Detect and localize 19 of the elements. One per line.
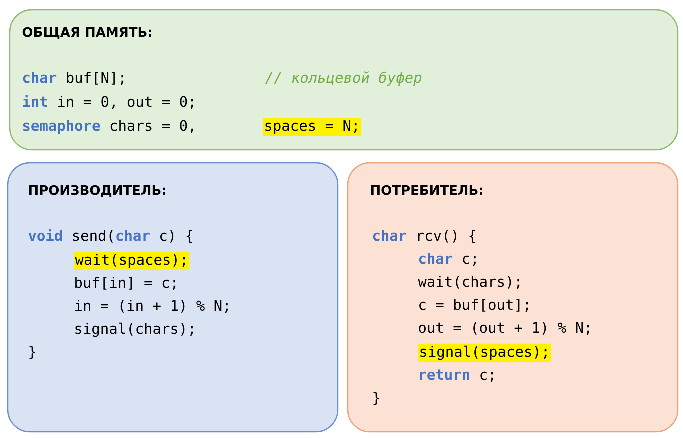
code-line: c = buf[out];: [420, 298, 528, 312]
code-line: semaphore chars = 0,: [23, 120, 194, 134]
code-line: char rcv() {: [373, 230, 476, 244]
code-line: in = (in + 1) % N;: [75, 300, 228, 314]
code-line: char buf[N];: [23, 72, 124, 86]
code-line: signal(chars);: [76, 322, 194, 338]
code-line: }: [374, 392, 380, 406]
code-line: int in = 0, out = 0;: [23, 95, 194, 110]
code-line: char c;: [419, 252, 476, 266]
code-line: }: [30, 346, 36, 360]
panel-heading: ОБЩАЯ ПАМЯТЬ:: [22, 27, 152, 40]
panel-heading: ПОТРЕБИТЕЛЬ:: [371, 185, 482, 196]
panel-heading: ПРОИЗВОДИТЕЛЬ:: [29, 185, 166, 198]
code-comment: // кольцевой буфер: [265, 72, 422, 86]
code-line: out = (out + 1) % N;: [419, 322, 590, 336]
code-line: return c;: [420, 370, 494, 382]
code-line: buf[in] = c;: [76, 276, 176, 290]
code-line: void send(char c) {: [28, 229, 192, 244]
code-line: wait(chars);: [418, 276, 520, 290]
